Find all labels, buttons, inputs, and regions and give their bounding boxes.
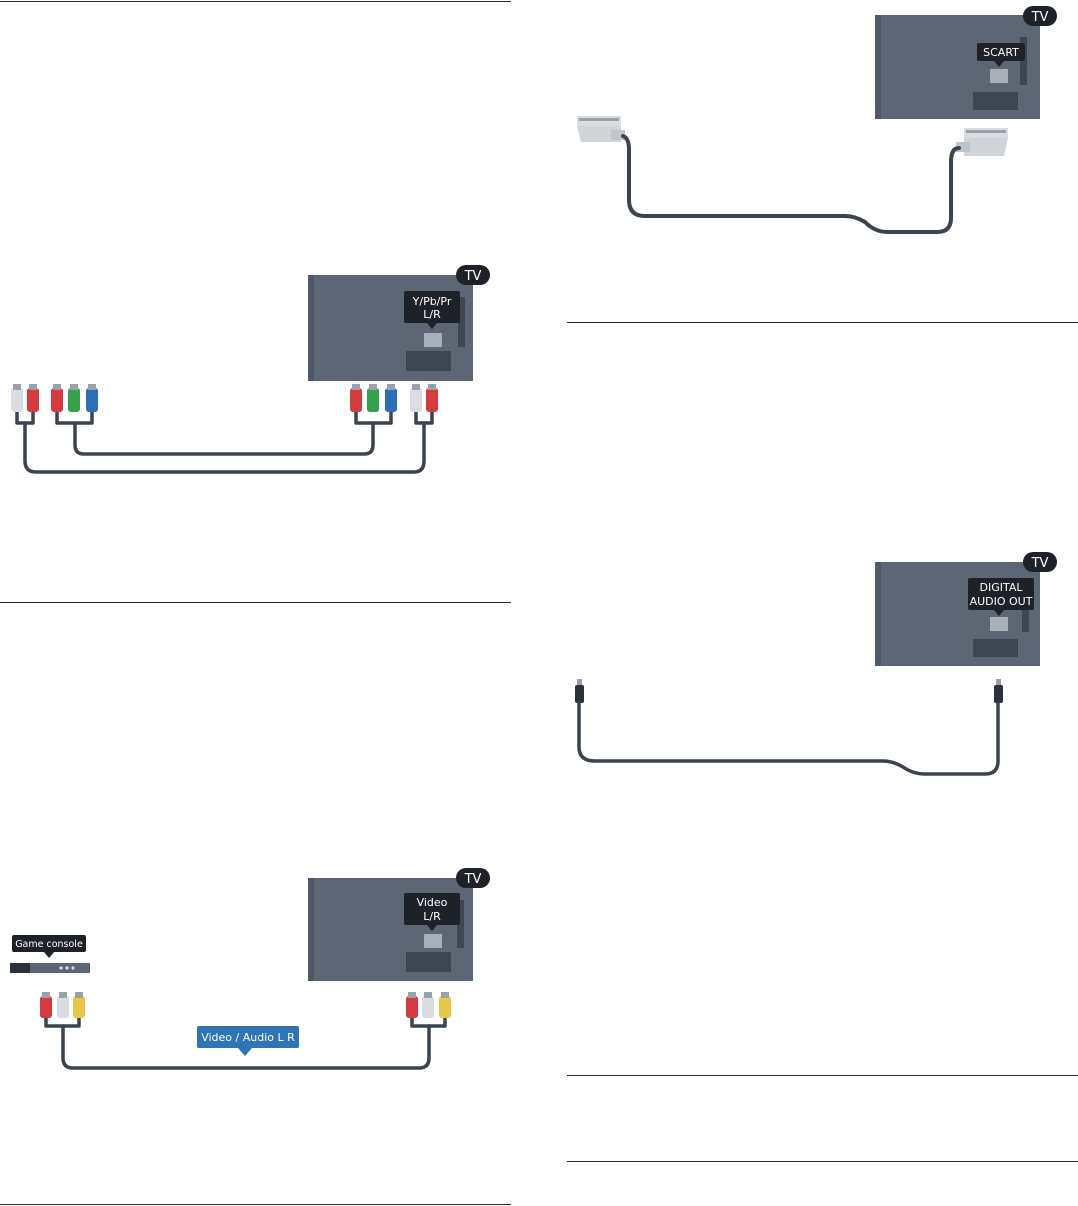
plug-red-right bbox=[426, 384, 438, 412]
svg-text:TV: TV bbox=[464, 872, 482, 887]
scart-connection-diagram: TV SCART bbox=[577, 6, 1057, 234]
tv-badge: TV bbox=[456, 265, 490, 285]
port-label: SCART bbox=[977, 43, 1025, 67]
separator-right-3 bbox=[567, 1161, 1078, 1162]
svg-text:TV: TV bbox=[464, 269, 482, 284]
plug-white-left bbox=[57, 992, 69, 1018]
optical-plug-right bbox=[994, 679, 1003, 703]
port-label: Video L/R bbox=[404, 893, 460, 931]
separator-left-middle bbox=[0, 602, 511, 603]
cable-label: Video / Audio L R bbox=[197, 1026, 299, 1056]
svg-text:DIGITAL: DIGITAL bbox=[979, 581, 1023, 594]
digital-audio-connection-diagram: TV DIGITAL AUDIO OUT bbox=[575, 552, 1057, 776]
tv-icon bbox=[308, 275, 473, 381]
separator-left-bottom bbox=[0, 1204, 511, 1205]
plug-red-right bbox=[406, 992, 418, 1018]
optical-cable bbox=[577, 701, 1000, 776]
game-console-icon bbox=[10, 963, 90, 973]
plug-yellow-right bbox=[439, 992, 451, 1018]
tv-icon bbox=[875, 562, 1040, 666]
scart-plug-right bbox=[956, 128, 1008, 156]
plug-white-right bbox=[410, 384, 422, 412]
plug-red-component-left bbox=[51, 384, 63, 412]
separator-right-1 bbox=[567, 322, 1078, 323]
scart-cable bbox=[621, 134, 961, 234]
optical-plug-left bbox=[575, 679, 584, 703]
plug-white-left bbox=[11, 384, 23, 412]
composite-connection-diagram: TV Video L/R Game console Video / Audio … bbox=[10, 868, 490, 1070]
svg-text:Y/Pb/Pr: Y/Pb/Pr bbox=[412, 295, 452, 308]
plug-red-component-right bbox=[350, 384, 362, 412]
plug-blue-right bbox=[385, 384, 397, 412]
component-cables bbox=[15, 408, 434, 474]
port-label: DIGITAL AUDIO OUT bbox=[968, 578, 1034, 616]
plug-white-right bbox=[422, 992, 434, 1018]
svg-text:Video / Audio L R: Video / Audio L R bbox=[201, 1031, 295, 1044]
svg-text:AUDIO OUT: AUDIO OUT bbox=[970, 595, 1033, 608]
svg-text:L/R: L/R bbox=[423, 910, 441, 923]
svg-text:L/R: L/R bbox=[423, 308, 441, 321]
composite-cables bbox=[44, 1013, 447, 1070]
plug-red-left bbox=[40, 992, 52, 1018]
svg-text:Video: Video bbox=[417, 896, 448, 909]
svg-text:TV: TV bbox=[1031, 10, 1049, 25]
game-console-label: Game console bbox=[12, 935, 86, 958]
plug-red-left bbox=[27, 384, 39, 412]
scart-plug-left bbox=[577, 116, 625, 142]
tv-icon bbox=[875, 15, 1040, 119]
tv-badge: TV bbox=[456, 868, 490, 888]
tv-badge: TV bbox=[1023, 6, 1057, 26]
separator-left-top bbox=[0, 1, 511, 2]
svg-text:SCART: SCART bbox=[983, 46, 1019, 59]
plug-green-right bbox=[367, 384, 379, 412]
svg-text:Game console: Game console bbox=[15, 939, 83, 950]
tv-badge: TV bbox=[1023, 552, 1057, 572]
plug-blue-left bbox=[86, 384, 98, 412]
svg-text:TV: TV bbox=[1031, 556, 1049, 571]
port-label: Y/Pb/Pr L/R bbox=[404, 291, 460, 329]
component-connection-diagram: TV Y/Pb/Pr L/R bbox=[11, 265, 490, 474]
plug-yellow-left bbox=[73, 992, 85, 1018]
plug-green-left bbox=[68, 384, 80, 412]
separator-right-2 bbox=[567, 1075, 1078, 1076]
